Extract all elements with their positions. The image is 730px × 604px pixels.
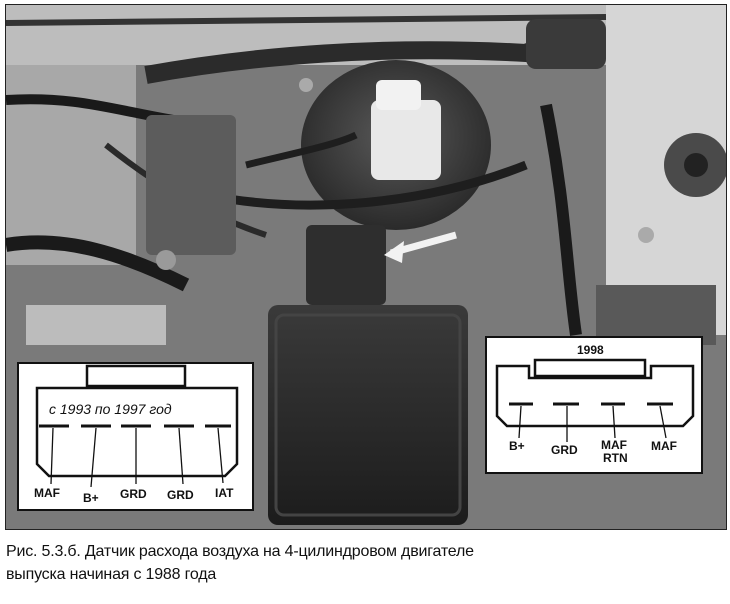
pin-label-iat: IAT xyxy=(215,486,234,500)
connector-1993-1997-diagram: с 1993 по 1997 год MAF B+ GRD GRD IAT xyxy=(17,362,254,511)
pin-label-maf-1998: MAF xyxy=(651,439,677,453)
caption-line-1: Рис. 5.3.б. Датчик расхода воздуха на 4-… xyxy=(6,543,474,560)
figure-caption: Рис. 5.3.б. Датчик расхода воздуха на 4-… xyxy=(6,540,726,586)
pin-label-b-plus: B+ xyxy=(83,491,99,505)
pin-label-maf: MAF xyxy=(34,486,60,500)
connector-year-label: 1998 xyxy=(577,343,604,357)
pin-label-b-plus-1998: B+ xyxy=(509,439,525,453)
pin-label-maf-rtn-line1: MAF xyxy=(601,438,627,452)
connector-years-label: с 1993 по 1997 год xyxy=(49,401,172,417)
pin-label-maf-rtn-line2: RTN xyxy=(603,451,628,465)
connector-1993-1997-outline xyxy=(35,364,239,488)
connector-1998-diagram: 1998 B+ GRD MAF RTN MAF xyxy=(485,336,703,474)
pin-label-grd-1: GRD xyxy=(120,487,147,501)
connector-1998-outline xyxy=(495,358,695,442)
pin-label-grd-1998: GRD xyxy=(551,443,578,457)
caption-line-2: выпуска начиная с 1988 года xyxy=(6,566,217,583)
pin-label-grd-2: GRD xyxy=(167,488,194,502)
